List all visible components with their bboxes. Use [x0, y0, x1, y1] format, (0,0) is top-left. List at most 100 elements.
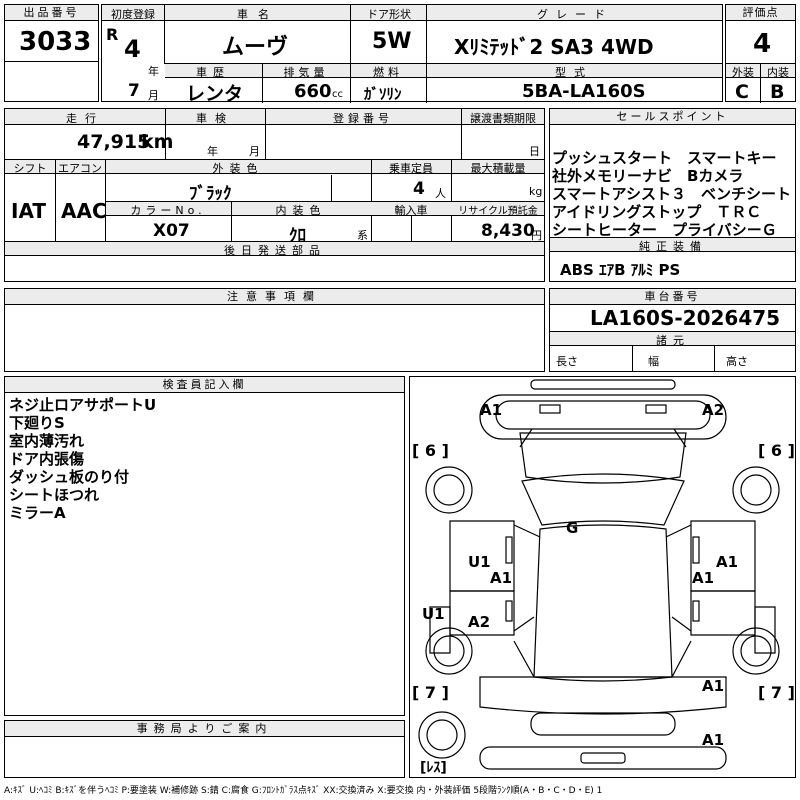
disp-label: 排気量	[283, 66, 329, 79]
inspector-note-item: ネジ止ロアサポートU	[9, 396, 157, 414]
tire-tread-rl: [ 7 ]	[412, 683, 449, 702]
damage-mark-left-sill: U1	[422, 605, 445, 623]
damage-mark-left-rear: A2	[468, 613, 491, 631]
dims-label: 諸元	[656, 334, 690, 347]
car-outline-diagram	[418, 379, 780, 770]
score-label: 評価点	[726, 5, 795, 21]
mileage-value: 47,915	[77, 131, 151, 153]
tire-tread-fr: [ 6 ]	[758, 441, 795, 460]
int-label: 内装	[767, 66, 789, 79]
damage-mark-right-rear: A1	[702, 677, 725, 695]
model-code: 5BA-LA160S	[522, 81, 646, 102]
import-label: 輸入車	[394, 204, 428, 217]
first-reg-label: 初度登録	[111, 8, 155, 21]
damage-mark-front-right: A2	[702, 401, 725, 419]
car-name-label: 車名	[237, 8, 279, 21]
mileage-label: 走行	[66, 112, 104, 125]
capacity-label: 乗車定員	[389, 162, 433, 175]
ac-value: AAC	[61, 199, 107, 223]
recycle-unit: 円	[531, 229, 542, 242]
damage-mark-windshield: G	[566, 519, 579, 537]
main-header-box: 初度登録 車名 ドア形状 グレード R 4 年 ムーヴ 5W Xﾘﾐﾃｯﾄﾞ2 …	[101, 4, 723, 105]
sales-point-item: プッシュスタート スマートキー	[552, 149, 777, 167]
color-no-label: カラーNo.	[130, 204, 206, 217]
grade-label: グレード	[537, 8, 613, 21]
load-label: 最大積載量	[470, 162, 526, 175]
reg-year: 4	[124, 35, 141, 63]
sales-point-list: プッシュスタート スマートキー社外メモリーナビ Bカメラスマートアシスト３ ベン…	[552, 149, 791, 239]
shift-value: IAT	[11, 199, 47, 223]
displacement: 660	[294, 81, 332, 102]
later-parts-label: 後日発送部品	[224, 244, 326, 257]
era: R	[106, 25, 119, 44]
transfer-label: 譲渡書類期限	[470, 112, 536, 125]
score-value: 4	[753, 29, 772, 59]
inspector-note-item: シートほつれ	[9, 486, 100, 504]
tire-tread-rr: [ 7 ]	[758, 683, 795, 702]
year-unit: 年	[148, 65, 159, 78]
interior-unit: 系	[357, 229, 368, 242]
lot-label: 出品番号	[5, 5, 98, 21]
ext-color-value: ﾌﾞﾗｯｸ	[189, 184, 232, 204]
car-name: ムーヴ	[222, 35, 289, 60]
color-no-value: X07	[153, 221, 190, 241]
ext-label: 外装	[732, 66, 754, 79]
damage-mark-left-door-u1: U1	[468, 553, 491, 571]
height-label: 高さ	[726, 355, 748, 368]
fuel-label: 燃料	[373, 66, 403, 79]
shift-label: シフト	[13, 162, 47, 175]
equip-value: ABS ｴｱB ｱﾙﾐ PS	[560, 261, 681, 279]
ext-color-label: 外装色	[212, 162, 264, 175]
tire-tread-fl: [ 6 ]	[412, 441, 449, 460]
sales-point-item: シートヒーター プライバシーＧ	[552, 221, 777, 239]
sales-point-label: セールスポイント	[550, 109, 795, 125]
recycle-label: リサイクル預託金	[458, 206, 538, 217]
reg-no-label: 登録番号	[333, 112, 393, 125]
ext-grade: C	[735, 81, 749, 103]
fuel: ｶﾞｿﾘﾝ	[364, 85, 402, 103]
details-box: 走行 車検 登録番号 譲渡書類期限 47,915 km 年 月 日 シフト エア…	[4, 108, 545, 282]
model-label: 型式	[555, 66, 593, 79]
lot-box: 出品番号 3033	[4, 4, 99, 102]
damage-diagram-box: A1 A2 G U1 A1 A1 A1 U1 A2 A1 A1 [ 6 ] [ …	[409, 376, 796, 778]
legend: A:ｷｽﾞ U:ﾍｺﾐ B:ｷｽﾞを伴うﾍｺﾐ P:要塗装 W:補修跡 S:錆 …	[4, 786, 603, 796]
chassis-label: 車台番号	[550, 289, 795, 305]
damage-mark-rear: A1	[702, 731, 725, 749]
office-label: 事務局よりご案内	[5, 721, 404, 737]
damage-mark-left-door-a1: A1	[490, 569, 513, 587]
damage-mark-right-door-top: A1	[716, 553, 739, 571]
sales-point-item: スマートアシスト３ ベンチシート	[552, 185, 791, 203]
equip-label: 純正装備	[639, 240, 707, 253]
capacity-value: 4	[413, 179, 425, 199]
inspector-note-item: 室内薄汚れ	[9, 432, 85, 450]
insp-month-unit: 月	[249, 145, 260, 158]
recycle-value: 8,430	[481, 221, 535, 241]
inspector-note-item: ミラーA	[9, 504, 66, 522]
inspection-label: 車検	[196, 112, 234, 125]
chassis-number: LA160S-2026475	[590, 306, 781, 330]
transfer-day-unit: 日	[529, 145, 540, 158]
office-box: 事務局よりご案内	[4, 720, 405, 778]
capacity-unit: 人	[435, 187, 446, 200]
load-unit: kg	[529, 185, 543, 198]
damage-mark-right-door: A1	[692, 569, 715, 587]
lot-number: 3033	[19, 27, 92, 57]
notes-label: 注意事項欄	[5, 289, 544, 305]
sales-point-box: セールスポイント プッシュスタート スマートキー社外メモリーナビ Bカメラスマー…	[549, 108, 796, 282]
reg-month: 7	[128, 81, 140, 101]
inspector-note-item: 下廻りS	[9, 414, 65, 432]
int-grade: B	[770, 81, 785, 103]
interior-label: 内装色	[275, 204, 327, 217]
inspector-label: 検査員記入欄	[5, 377, 404, 393]
ac-label: エアコン	[58, 162, 102, 175]
mileage-unit: km	[141, 131, 174, 153]
door-label: ドア形状	[367, 8, 411, 21]
width-label: 幅	[648, 355, 659, 368]
inspector-note-item: ダッシュ板のり付	[9, 468, 130, 486]
car-history: レンタ	[186, 83, 244, 105]
spare-tire-label: [ﾚｽ]	[420, 760, 447, 776]
damage-mark-front-left: A1	[480, 401, 503, 419]
length-label: 長さ	[556, 355, 578, 368]
